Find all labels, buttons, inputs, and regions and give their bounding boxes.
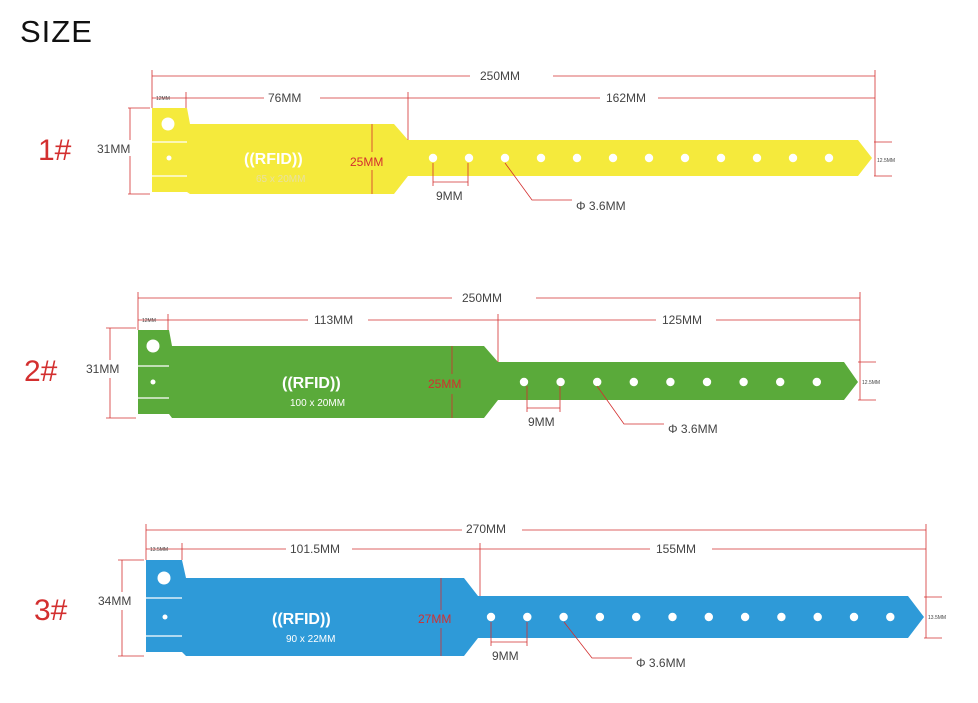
band-2-tab-width: 12MM <box>142 318 156 324</box>
band-1-holes <box>428 153 834 163</box>
band-3-tip: 13.5MM <box>928 615 946 621</box>
band-2-head-length: 113MM <box>314 313 353 327</box>
strap-hole <box>716 153 726 163</box>
strap-hole <box>428 153 438 163</box>
strap-hole <box>886 612 895 622</box>
strap-hole <box>572 153 582 163</box>
strap-hole <box>629 377 638 387</box>
band-2-total-length: 250MM <box>462 291 502 305</box>
band-1-tab-hole <box>161 117 175 131</box>
page-title: SIZE <box>20 14 93 49</box>
band-2-shape <box>138 330 858 418</box>
band-1-head-height: 25MM <box>350 155 383 169</box>
strap-hole <box>608 153 618 163</box>
strap-hole <box>813 612 822 622</box>
strap-hole <box>666 377 675 387</box>
strap-hole <box>740 612 750 622</box>
band-3-tab-width: 13.5MM <box>150 547 168 553</box>
band-3-number: 3# <box>34 594 68 627</box>
band-3-head-length: 101.5MM <box>290 542 340 556</box>
band-2-head-height: 25MM <box>428 377 461 391</box>
strap-hole <box>523 612 532 622</box>
band-3-holes <box>486 612 895 622</box>
strap-hole <box>500 153 510 163</box>
strap-hole <box>752 153 762 163</box>
strap-hole <box>559 612 568 622</box>
band-1-tab-width: 12MM <box>156 96 170 102</box>
band-1-strap-length: 162MM <box>606 91 646 105</box>
band-3-rfid: ((RFID)) <box>272 611 331 628</box>
band-3-total-length: 270MM <box>466 522 506 536</box>
band-2-holes <box>519 377 821 387</box>
band-1-chip: 65 x 20MM <box>256 174 305 185</box>
strap-hole <box>702 377 712 387</box>
strap-hole <box>486 612 496 622</box>
band-3-shape <box>146 560 924 656</box>
strap-hole <box>519 377 529 387</box>
band-1-tip: 12.5MM <box>877 158 895 164</box>
band-1-height: 31MM <box>97 142 130 156</box>
band-2-height: 31MM <box>86 362 119 376</box>
strap-hole <box>739 377 748 387</box>
band-2-hole-dia: Φ 3.6MM <box>668 422 718 436</box>
strap-hole <box>595 612 605 622</box>
band-1-number: 1# <box>38 134 72 167</box>
strap-hole <box>776 377 785 387</box>
band-2-strap-length: 125MM <box>662 313 702 327</box>
band-3: 3# ((RFID)) 90 x 22MM <box>34 522 946 670</box>
band-1-total-length: 250MM <box>480 69 520 83</box>
band-3-pitch: 9MM <box>492 649 519 663</box>
strap-hole <box>644 153 654 163</box>
band-2: 2# ((RFID)) 100 x 20MM <box>24 291 880 436</box>
band-2-pitch: 9MM <box>528 415 555 429</box>
band-3-head-height: 27MM <box>418 612 451 626</box>
band-3-chip: 90 x 22MM <box>286 634 335 645</box>
band-3-hole-dia: Φ 3.6MM <box>636 656 686 670</box>
band-3-height: 34MM <box>98 594 131 608</box>
band-2-number: 2# <box>24 355 58 388</box>
strap-hole <box>704 612 713 622</box>
strap-hole <box>680 153 690 163</box>
strap-hole <box>536 153 546 163</box>
strap-hole <box>824 153 834 163</box>
band-1-pitch: 9MM <box>436 189 463 203</box>
band-2-rfid: ((RFID)) <box>282 375 341 392</box>
band-1-shape <box>152 108 872 194</box>
band-1-rfid: ((RFID)) <box>244 151 303 168</box>
band-3-strap-length: 155MM <box>656 542 696 556</box>
strap-hole <box>593 377 602 387</box>
band-1-head-length: 76MM <box>268 91 301 105</box>
strap-hole <box>788 153 798 163</box>
strap-hole <box>668 612 677 622</box>
band-2-tab-hole <box>146 339 160 353</box>
strap-hole <box>777 612 786 622</box>
band-2-tip: 12.5MM <box>862 380 880 386</box>
strap-hole <box>464 153 474 163</box>
band-1: 1# ((RFID)) 65 x 20MM <box>38 69 895 213</box>
band-1-hole-dia: Φ 3.6MM <box>576 199 626 213</box>
band-2-chip: 100 x 20MM <box>290 398 345 409</box>
strap-hole <box>849 612 859 622</box>
strap-hole <box>812 377 821 387</box>
strap-hole <box>632 612 641 622</box>
band-3-tab-hole <box>157 571 171 585</box>
strap-hole <box>556 377 565 387</box>
